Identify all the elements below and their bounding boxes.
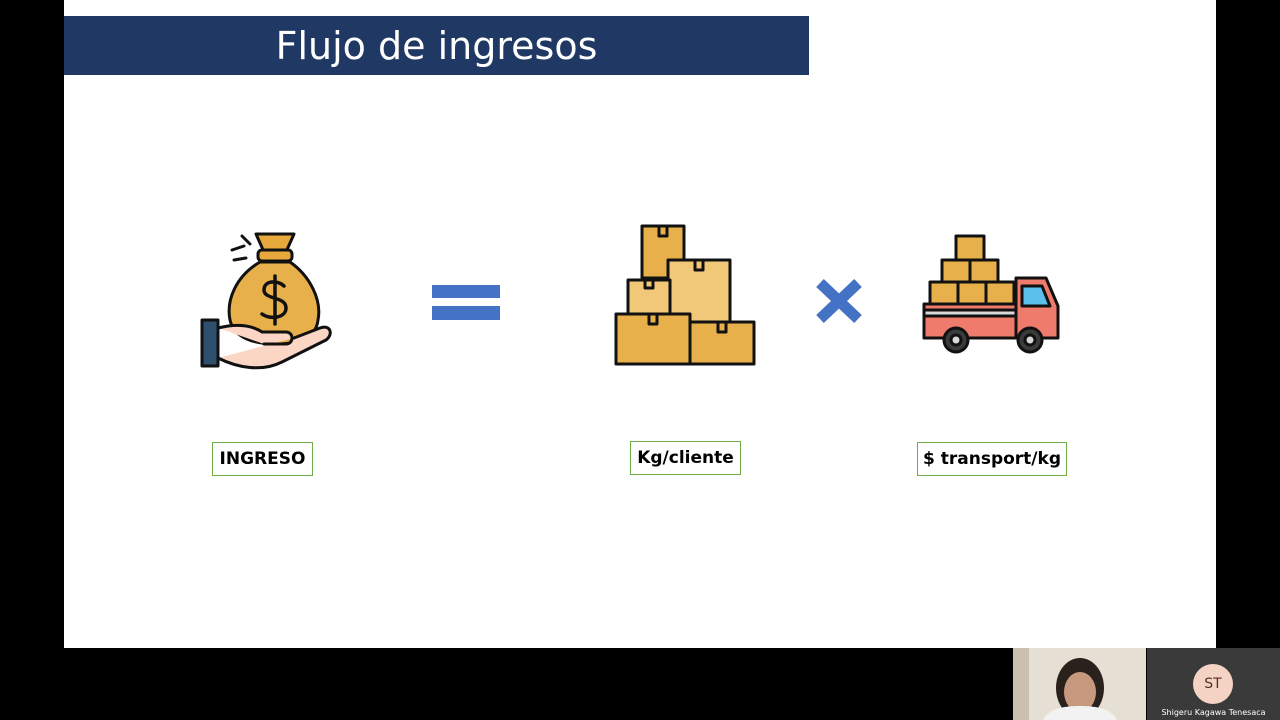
money-bag-hand-icon	[198, 228, 338, 373]
slide-title: Flujo de ingresos	[275, 23, 598, 68]
multiply-icon	[816, 279, 862, 323]
presentation-slide: Flujo de ingresos	[64, 0, 1216, 648]
participant-avatar-tile[interactable]: ST Shigeru Kagawa Tenesaca	[1147, 648, 1280, 720]
boxes-icon	[614, 224, 758, 368]
participant-video-tile[interactable]	[1013, 648, 1146, 720]
participant-video-icon	[1013, 648, 1146, 720]
income-label: INGRESO	[212, 442, 313, 476]
equals-icon	[432, 285, 500, 321]
delivery-truck-icon	[922, 234, 1064, 358]
avatar: ST	[1193, 664, 1233, 704]
kg-per-client-label: Kg/cliente	[630, 441, 741, 475]
transport-per-kg-label: $ transport/kg	[917, 442, 1067, 476]
participant-name: Shigeru Kagawa Tenesaca	[1161, 708, 1266, 717]
title-bar: Flujo de ingresos	[64, 16, 809, 75]
